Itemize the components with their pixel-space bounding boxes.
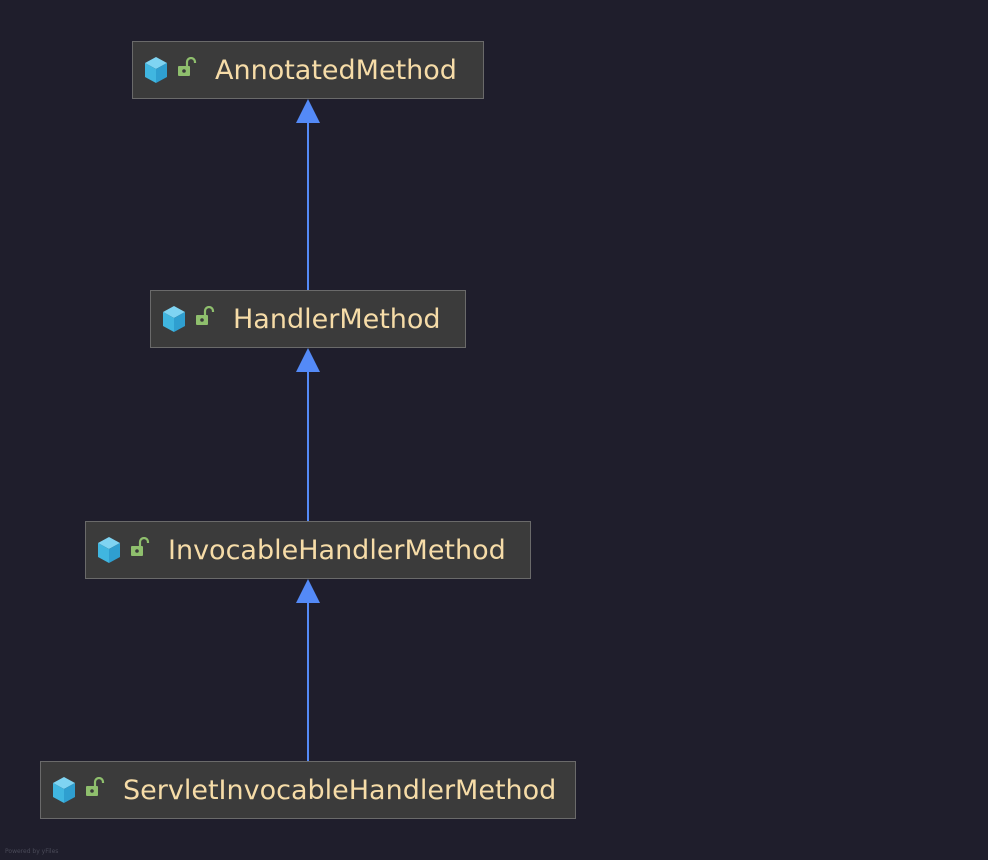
class-node-handler-method[interactable]: HandlerMethod <box>150 290 466 348</box>
class-name: ServletInvocableHandlerMethod <box>123 774 557 806</box>
unlocked-lock-icon <box>178 57 197 76</box>
edge-servlet-to-invocable <box>296 579 320 761</box>
unlocked-lock-icon <box>131 537 150 556</box>
class-icon <box>145 57 167 83</box>
edge-handler-to-annotated <box>296 99 320 290</box>
class-icon <box>98 537 120 563</box>
edge-invocable-to-handler <box>296 348 320 521</box>
class-name: AnnotatedMethod <box>215 54 457 86</box>
class-icon <box>53 777 75 803</box>
class-icon <box>163 306 185 332</box>
powered-by-footer: Powered by yFiles <box>5 848 59 855</box>
class-name: HandlerMethod <box>233 303 441 335</box>
unlocked-lock-icon <box>86 777 105 796</box>
class-node-invocable-handler-method[interactable]: InvocableHandlerMethod <box>85 521 531 579</box>
class-node-servlet-invocable-handler-method[interactable]: ServletInvocableHandlerMethod <box>40 761 576 819</box>
class-name: InvocableHandlerMethod <box>168 534 506 566</box>
unlocked-lock-icon <box>196 306 215 325</box>
class-node-annotated-method[interactable]: AnnotatedMethod <box>132 41 484 99</box>
